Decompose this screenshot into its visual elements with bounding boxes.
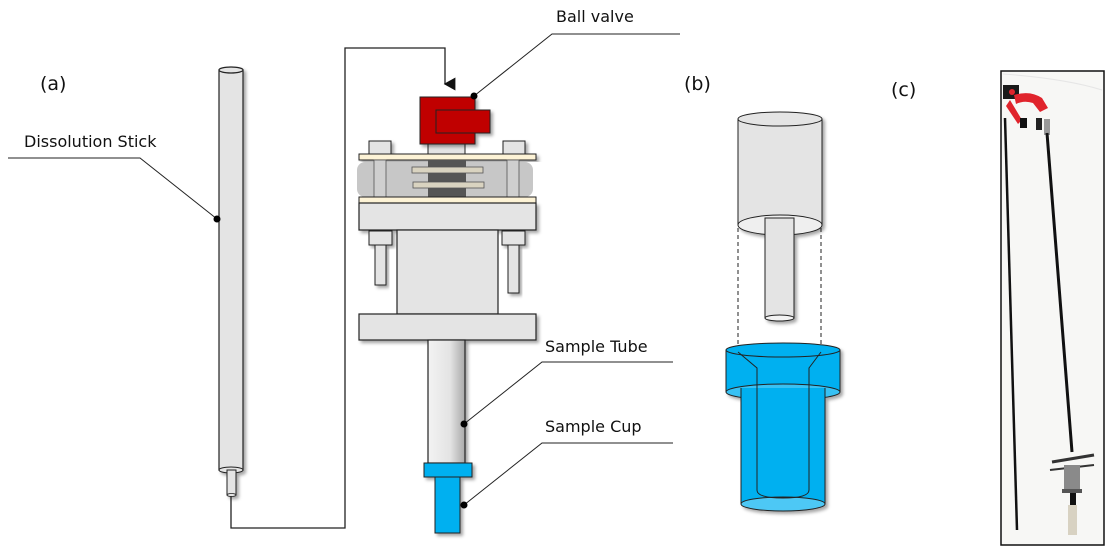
sample-tube [427,339,466,464]
photo-sample-stick [1036,118,1095,535]
panel-label-a: (a) [40,73,66,95]
sample-cup [423,462,473,534]
label-ball-valve: Ball valve [556,7,634,26]
panel-label-b: (b) [684,73,711,95]
panel-label-c: (c) [891,79,916,101]
ball-valve-assembly [357,96,537,341]
callout-sample-tube: Sample Tube [460,337,673,428]
ball-valve [419,96,491,145]
apparatus-photo [1000,70,1105,546]
photo-ball-valve [1003,85,1048,128]
plunger-cylinder [737,111,823,322]
photo-dissolution-stick [1003,117,1019,531]
callout-dissolution-stick: Dissolution Stick [8,132,221,223]
alignment-guides [737,228,822,350]
label-dissolution-stick: Dissolution Stick [24,132,157,151]
leader-dot [213,215,221,223]
label-sample-tube: Sample Tube [545,337,648,356]
transfer-path-connector [230,47,456,529]
dissolution-stick [218,66,244,497]
callout-sample-cup: Sample Cup [460,417,673,509]
label-sample-cup: Sample Cup [545,417,642,436]
sample-cup-cross-section [725,342,841,512]
callout-ball-valve: Ball valve [470,7,680,100]
